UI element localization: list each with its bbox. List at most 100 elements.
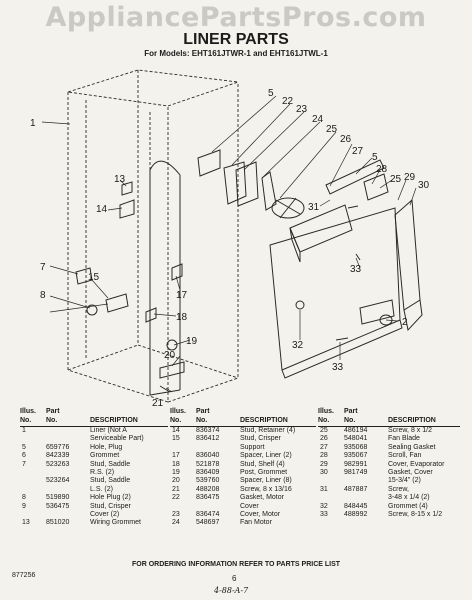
- illus-number: 19: [172, 468, 180, 476]
- part-description: Screw, 8 x 1/2: [388, 427, 432, 434]
- illus-number: 24: [172, 519, 180, 527]
- table-row: Support: [170, 444, 316, 452]
- header-part: Part: [46, 408, 60, 415]
- part-number: 536475: [46, 502, 70, 510]
- part-description: Fan Motor: [240, 519, 272, 527]
- header-part-no: No.: [344, 416, 356, 424]
- part-description: Fan Blade: [388, 435, 420, 443]
- part-number: 851020: [46, 519, 70, 527]
- header-no: No.: [318, 416, 330, 424]
- part-number: 548041: [344, 435, 368, 443]
- part-number: 659776: [46, 443, 70, 451]
- part-number: 523264: [46, 477, 70, 485]
- illus-number: 28: [320, 452, 328, 460]
- part-number: 836374: [196, 427, 220, 434]
- part-number: 487887: [344, 485, 368, 493]
- model-numbers: For Models: EHT161JTWR-1 and EHT161JTWL-…: [144, 49, 328, 58]
- table-header: Illus. No. Part No. DESCRIPTION: [318, 408, 460, 427]
- callout-13: 13: [114, 174, 126, 185]
- part-description: Gasket, Cover: [388, 468, 433, 476]
- callout-7: 7: [40, 262, 46, 273]
- table-row: Serviceable Part): [20, 435, 168, 443]
- illus-number: 15: [172, 435, 180, 443]
- part-number: 836474: [196, 510, 220, 518]
- part-description: Cover, Motor: [240, 510, 281, 518]
- part-description: Liner (Not A: [90, 427, 127, 434]
- callout-8: 8: [40, 290, 46, 301]
- table-row: R.S. (2): [20, 469, 168, 477]
- part-number: 486194: [344, 427, 368, 434]
- header-no: No.: [170, 416, 182, 424]
- part-description: Hole, Plug: [90, 443, 123, 451]
- part-description: Cover: [240, 502, 259, 510]
- callout-31: 31: [308, 202, 320, 213]
- illus-number: 6: [22, 452, 26, 460]
- illus-number: 8: [22, 494, 26, 502]
- part-number: 521878: [196, 460, 220, 468]
- callout-28: 28: [376, 164, 388, 175]
- part-description: 3-48 x 1/4 (2): [388, 494, 430, 502]
- header-part-no: No.: [46, 416, 58, 424]
- table-row: 523264 Stud, Saddle: [20, 477, 168, 485]
- callout-30: 30: [418, 180, 430, 191]
- header-no: No.: [20, 416, 32, 424]
- part-description: Scroll, Fan: [388, 452, 422, 460]
- callout-20: 20: [164, 350, 176, 361]
- illus-number: 9: [22, 502, 26, 510]
- part-number: 836040: [196, 452, 220, 460]
- part-number: 836475: [196, 494, 220, 502]
- callout-17: 17: [176, 290, 188, 301]
- illus-number: 14: [172, 427, 180, 434]
- table-row: 3-48 x 1/4 (2): [318, 494, 460, 502]
- callout-27: 27: [352, 146, 364, 157]
- illus-number: 18: [172, 460, 180, 468]
- callout-14: 14: [96, 204, 108, 215]
- illus-number: 29: [320, 460, 328, 468]
- part-number: 848445: [344, 502, 368, 510]
- table-row: 15-3/4" (2): [318, 477, 460, 485]
- illus-number: 33: [320, 510, 328, 518]
- illus-number: 21: [172, 485, 180, 493]
- part-description: Wiring Grommet: [90, 519, 141, 527]
- callout-1: 1: [30, 118, 36, 129]
- callout-19: 19: [186, 336, 198, 347]
- part-description: Stud, Crisper: [240, 435, 281, 443]
- table-row: Cover (2): [20, 511, 168, 519]
- callout-21: 21: [152, 398, 164, 409]
- part-description: R.S. (2): [90, 468, 115, 476]
- document-code: 877256: [12, 572, 36, 579]
- illus-number: 20: [172, 477, 180, 485]
- illus-number: 32: [320, 502, 328, 510]
- part-number: 842339: [46, 452, 70, 460]
- callout-18: 18: [176, 312, 188, 323]
- table-header: Illus. No. Part No. DESCRIPTION: [20, 408, 168, 427]
- header-illus: Illus.: [20, 408, 36, 415]
- part-description: Post, Grommet: [240, 468, 288, 476]
- part-description: Grommet: [90, 452, 120, 460]
- part-description: Support: [240, 443, 265, 451]
- part-description: Stud, Saddle: [90, 460, 131, 468]
- illus-number: 17: [172, 452, 180, 460]
- illus-number: 7: [22, 460, 26, 468]
- part-description: Stud, Saddle: [90, 477, 131, 485]
